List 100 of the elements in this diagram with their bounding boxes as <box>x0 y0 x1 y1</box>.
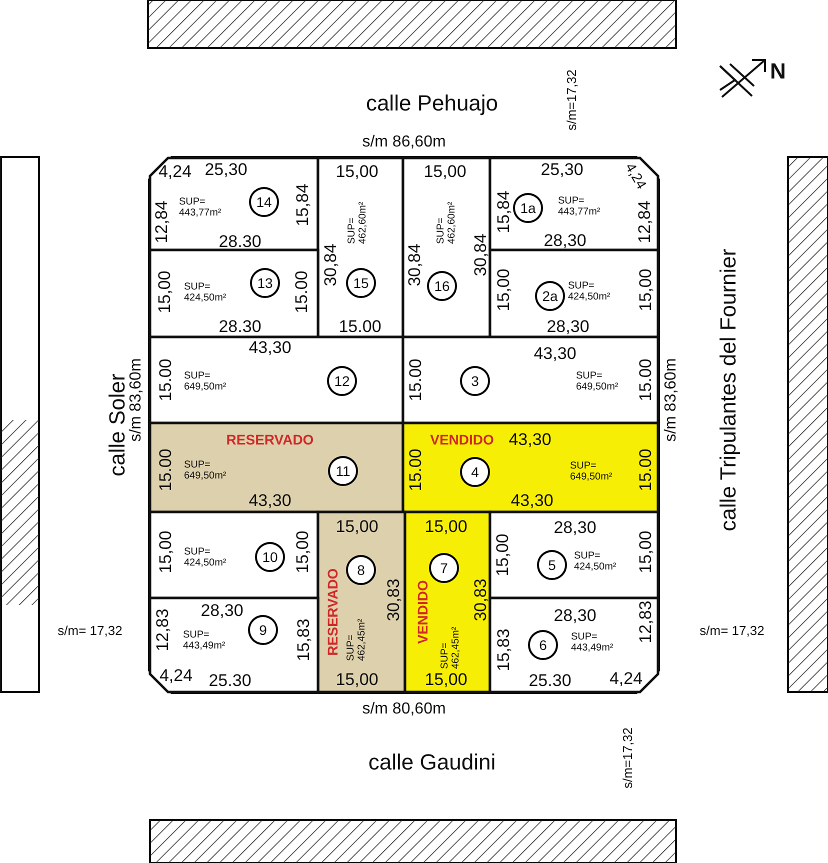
area-label: SUP= 443,77m² <box>558 196 602 218</box>
dimension-label: s/m 86,60m <box>362 134 446 152</box>
area-label: SUP= 443,77m² <box>179 198 222 218</box>
street-name: calle Soler <box>105 374 129 476</box>
lot-parcel <box>403 158 490 337</box>
dimension-label: 43,30 <box>248 339 292 357</box>
area-label: SUP= 443,49m² <box>183 630 226 652</box>
dimension-label: 28.30 <box>218 318 262 336</box>
dimension-label: 15,00 <box>637 268 655 312</box>
dimension-label: 12,84 <box>636 200 654 244</box>
dimension-label: 15.00 <box>338 318 382 336</box>
lot-parcel <box>403 337 658 423</box>
dimension-label: 25.30 <box>528 672 572 690</box>
dimension-label: 4,24 <box>622 160 650 192</box>
north-label: N <box>770 59 786 83</box>
dimension-label: 30,84 <box>406 244 424 286</box>
status-label: RESERVADO <box>226 432 314 448</box>
dimension-label: 15,00 <box>637 530 655 574</box>
dimension-label: 28,30 <box>554 607 596 625</box>
street-name: calle Tripulantes del Fournier <box>716 248 740 532</box>
dimension-label: 43,30 <box>510 492 554 510</box>
dimension-label: s/m= 17,32 <box>700 624 764 638</box>
lot-parcel <box>150 158 318 250</box>
dimension-label: 15,83 <box>295 618 313 662</box>
dimension-label: 15,00 <box>294 530 312 574</box>
dimension-label: 15.00 <box>407 448 425 492</box>
dimension-label: 28,30 <box>544 232 586 250</box>
status-label: RESERVADO <box>326 568 340 656</box>
dimension-label: 30,83 <box>385 578 403 622</box>
dimension-label: 28,30 <box>554 519 596 537</box>
dimension-label: 15,00 <box>336 518 378 536</box>
lot-parcel <box>150 337 403 423</box>
lot-parcel <box>150 512 318 598</box>
area-label: SUP= 649,50m² <box>570 462 614 482</box>
area-label: SUP= 462,45m² <box>440 626 462 669</box>
lot-parcel <box>318 158 403 337</box>
lot-parcel <box>318 512 405 692</box>
dimension-label: 12,83 <box>637 600 655 644</box>
dimension-label: 15.00 <box>157 448 175 492</box>
lot-parcel <box>150 423 403 512</box>
dimension-label: 15.00 <box>637 358 655 402</box>
area-label: SUP= 424,50m² <box>184 282 228 304</box>
dimension-label: 30,84 <box>322 244 340 286</box>
dimension-label: 30,83 <box>472 578 490 622</box>
dimension-label: s/m 80,60m <box>362 702 446 718</box>
dimension-label: 43,30 <box>508 431 552 449</box>
area-label: SUP= 649,50m² <box>576 372 620 392</box>
dimension-label: s/m=17,32 <box>621 727 635 789</box>
dimension-label: 15,84 <box>294 184 312 226</box>
dimension-label: s/m 83,60m <box>128 358 146 442</box>
dimension-label: 15.00 <box>157 358 175 402</box>
dimension-label: 15.00 <box>637 448 655 492</box>
dimension-label: 28,30 <box>546 318 590 336</box>
dimension-label: s/m 83,60m <box>664 358 680 442</box>
area-label: SUP= 462,60m² <box>348 200 368 244</box>
area-label: SUP= 424,50m² <box>184 548 228 568</box>
dimension-label: 15,00 <box>336 671 378 689</box>
dimension-label: 15,00 <box>336 163 378 181</box>
lot-parcel <box>490 158 658 250</box>
status-label: VENDIDO <box>430 432 494 448</box>
lot-parcel <box>490 250 658 337</box>
dimension-label: 30,84 <box>472 234 490 276</box>
dimension-label: 4,24 <box>158 163 192 181</box>
dimension-label: 15,83 <box>495 628 513 672</box>
dimension-label: 15,00 <box>156 270 174 314</box>
dimension-label: s/m= 17,32 <box>58 624 122 638</box>
dimension-label: 15,00 <box>424 671 468 689</box>
lot-parcel <box>490 512 658 598</box>
dimension-label: 15,00 <box>424 163 466 181</box>
lot-parcel <box>150 598 318 692</box>
status-label: VENDIDO <box>416 580 430 644</box>
lot-parcel <box>150 250 318 337</box>
dimension-label: 15,00 <box>495 268 513 312</box>
dimension-label: 28.30 <box>218 233 262 251</box>
dimension-label: 15,00 <box>424 518 468 536</box>
area-label: SUP= 649,50m² <box>184 372 228 392</box>
dimension-label: 43,30 <box>248 492 292 510</box>
dimension-label: 43,30 <box>534 345 576 363</box>
dimension-label: 12,83 <box>154 608 172 652</box>
area-label: SUP= 424,50m² <box>574 552 618 572</box>
area-label: SUP= 649,50m² <box>184 460 228 482</box>
dimension-label: 15,00 <box>157 530 175 574</box>
lot-parcel <box>490 598 658 692</box>
dimension-label: 28,30 <box>200 602 244 620</box>
dimension-label: 15.00 <box>293 270 311 314</box>
area-label: SUP= 443,49m² <box>571 632 614 654</box>
dimension-label: 15,84 <box>495 190 513 234</box>
lot-parcel <box>405 512 490 692</box>
area-label: SUP= 462,60m² <box>436 200 458 244</box>
dimension-label: 25.30 <box>208 672 252 690</box>
area-label: SUP= 462,45m² <box>346 618 368 661</box>
lot-parcel <box>403 423 658 512</box>
dimension-label: 4,24 <box>159 667 193 685</box>
dimension-label: 15.00 <box>407 358 425 402</box>
dimension-label: s/m=17,32 <box>565 69 579 131</box>
area-label: SUP= 424,50m² <box>568 282 612 302</box>
dimension-label: 25,30 <box>540 161 584 179</box>
street-name: calle Gaudini <box>368 750 496 774</box>
dimension-label: 25,30 <box>204 161 248 179</box>
street-name: calle Pehuajo <box>366 91 498 115</box>
